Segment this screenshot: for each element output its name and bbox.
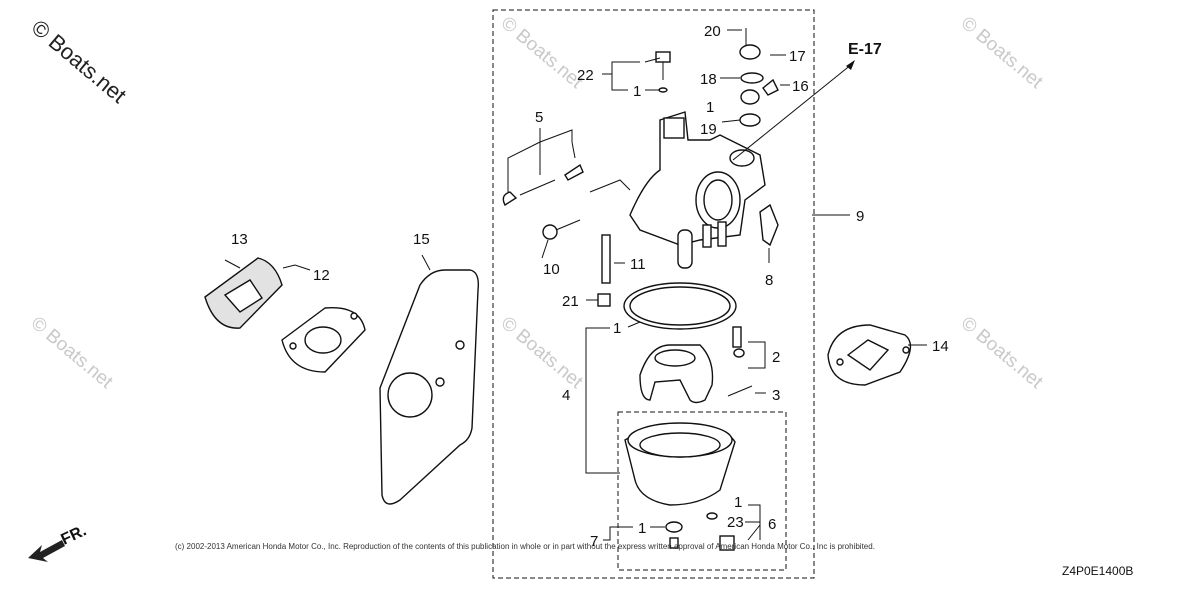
callout-4: 4 [562, 387, 570, 404]
callout-1: 1 [633, 83, 641, 100]
callout-1: 1 [734, 494, 742, 511]
callout-21: 21 [562, 293, 579, 310]
watermark: © Boats.net [957, 313, 1047, 394]
callout-18: 18 [700, 71, 717, 88]
reference-label: E-17 [848, 41, 882, 58]
carburetor-assembly-boundary [492, 9, 815, 579]
callout-16: 16 [792, 78, 809, 95]
front-direction-arrow: FR. [28, 522, 89, 562]
callout-19: 19 [700, 121, 717, 138]
callout-6: 6 [768, 516, 776, 533]
part-float-chamber [624, 422, 736, 506]
part-carburetor-body [589, 111, 766, 269]
part-7-bolt [665, 521, 683, 549]
leader-lines [224, 29, 927, 541]
callout-1: 1 [638, 520, 646, 537]
callout-12: 12 [313, 267, 330, 284]
callout-22: 22 [577, 67, 594, 84]
callout-10: 10 [543, 261, 560, 278]
part-float-pin-3 [727, 385, 753, 397]
callout-7: 7 [590, 533, 598, 550]
callout-1: 1 [706, 99, 714, 116]
callout-9: 9 [856, 208, 864, 225]
callout-20: 20 [704, 23, 721, 40]
watermark: © Boats.net [27, 313, 117, 394]
callout-numbers: 20 17 22 1 18 16 1 19 5 9 13 15 10 11 12… [231, 23, 949, 550]
part-15-plate [379, 269, 480, 505]
callout-1: 1 [613, 320, 621, 337]
part-10-screw [542, 219, 581, 240]
float-chamber-subassembly-boundary [617, 411, 787, 571]
part-1-bowl-gasket [623, 282, 737, 330]
part-8-gasket [759, 203, 779, 247]
part-12-insulator [281, 306, 366, 373]
callout-17: 17 [789, 48, 806, 65]
callout-2: 2 [772, 349, 780, 366]
part-11-main-jet [601, 234, 611, 284]
callout-14: 14 [932, 338, 949, 355]
part-needle-valve-2 [732, 326, 745, 358]
callout-23: 23 [727, 514, 744, 531]
callout-15: 15 [413, 231, 430, 248]
part-4-float [639, 344, 714, 404]
part-pilot-screw-5 [502, 163, 584, 207]
callout-11: 11 [630, 256, 646, 273]
watermark-main: © Boats.net [27, 15, 131, 108]
copyright-notice: (c) 2002-2013 American Honda Motor Co., … [175, 542, 875, 551]
callout-5: 5 [535, 109, 543, 126]
watermark: © Boats.net [497, 313, 587, 394]
part-choke-parts [739, 28, 779, 127]
callout-3: 3 [772, 387, 780, 404]
callout-8: 8 [765, 272, 773, 289]
part-14-gasket [827, 324, 912, 386]
watermark: © Boats.net [957, 13, 1047, 94]
part-21-jet [597, 293, 611, 307]
callout-13: 13 [231, 231, 248, 248]
part-23-drain-screw [706, 512, 735, 551]
front-label: FR. [59, 522, 90, 548]
diagram-code: Z4P0E1400B [1062, 564, 1133, 578]
watermark: © Boats.net [497, 13, 587, 94]
part-13-gasket [204, 257, 283, 329]
